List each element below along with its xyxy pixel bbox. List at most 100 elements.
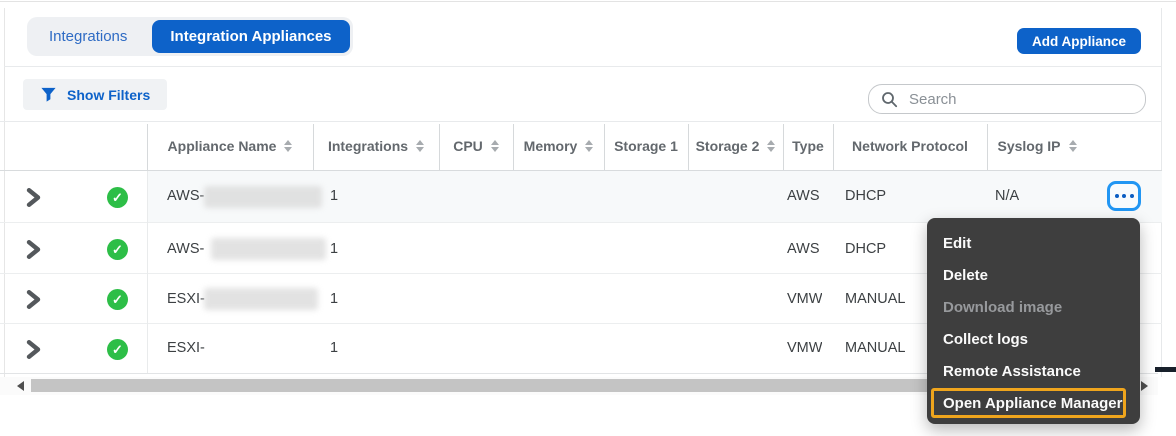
sort-arrows-icon[interactable] <box>284 140 293 152</box>
show-filters-label: Show Filters <box>67 86 151 103</box>
column-header-storage-2[interactable]: Storage 2 <box>688 122 783 170</box>
column-header-label: Memory <box>523 138 578 154</box>
row-separator <box>0 222 1162 223</box>
column-header-syslog-ip[interactable]: Syslog IP <box>987 122 1087 170</box>
header-column-separator <box>833 124 834 170</box>
divider-under-tabs <box>4 66 1161 67</box>
cell-appliance-name: AWS- <box>167 188 205 204</box>
menu-item-edit[interactable]: Edit <box>927 227 1140 259</box>
page-top-border <box>0 1 1176 2</box>
menu-item-label: Remote Assistance <box>943 362 1081 380</box>
fixed-column-divider <box>147 171 148 373</box>
cell-integrations: 1 <box>330 241 339 257</box>
sort-arrows-icon[interactable] <box>585 140 594 152</box>
row-actions-context-menu: Edit Delete Download image Collect logs … <box>927 218 1140 424</box>
cell-type: VMW <box>787 291 823 307</box>
redacted-appliance-name <box>211 238 326 260</box>
tab-integrations[interactable]: Integrations <box>27 17 149 56</box>
cell-network-protocol: DHCP <box>845 241 887 257</box>
header-column-separator <box>783 124 784 170</box>
column-header-label: Storage 2 <box>695 138 760 154</box>
cell-integrations: 1 <box>330 291 339 307</box>
cell-network-protocol: MANUAL <box>845 340 906 356</box>
table-row-2: ✓ AWS- 1 AWS DHCP <box>0 224 1176 274</box>
header-column-separator <box>513 124 514 170</box>
green-check-icon: ✓ <box>107 339 128 360</box>
cell-type: AWS <box>787 241 820 257</box>
column-header-type[interactable]: Type <box>783 122 833 170</box>
cell-type: VMW <box>787 340 823 356</box>
cell-syslog-ip: N/A <box>995 188 1020 204</box>
sort-arrows-icon[interactable] <box>416 140 425 152</box>
menu-item-label: Download image <box>943 298 1063 316</box>
menu-item-label: Open Appliance Manager <box>943 394 1123 412</box>
column-header-label: Storage 1 <box>614 138 678 154</box>
cell-network-protocol: DHCP <box>845 188 887 204</box>
tab-integration-appliances[interactable]: Integration Appliances <box>152 20 350 53</box>
column-header-memory[interactable]: Memory <box>513 122 604 170</box>
row-separator <box>0 323 1162 324</box>
chevron-right-icon[interactable] <box>26 340 41 359</box>
column-header-label: Network Protocol <box>852 138 968 154</box>
cell-network-protocol: MANUAL <box>845 291 906 307</box>
cell-appliance-name: AWS- <box>167 241 205 257</box>
sort-arrows-icon[interactable] <box>767 140 776 152</box>
column-header-storage-1[interactable]: Storage 1 <box>604 122 688 170</box>
add-appliance-button[interactable]: Add Appliance <box>1016 28 1141 54</box>
column-header-label: CPU <box>453 138 483 154</box>
page-left-border <box>4 8 5 394</box>
scrollbar-left-arrow-icon[interactable] <box>17 381 24 391</box>
column-header-integrations[interactable]: Integrations <box>313 122 439 170</box>
header-column-separator <box>147 124 148 170</box>
column-header-appliance-name[interactable]: Appliance Name <box>147 122 313 170</box>
header-column-separator <box>313 124 314 170</box>
menu-item-open-appliance-manager[interactable]: Open Appliance Manager <box>931 388 1126 418</box>
green-check-icon: ✓ <box>107 289 128 310</box>
header-column-separator <box>439 124 440 170</box>
menu-item-collect-logs[interactable]: Collect logs <box>927 323 1140 355</box>
row-actions-ellipsis-button[interactable] <box>1107 181 1141 211</box>
divider-under-toolbar <box>0 121 1161 122</box>
sort-arrows-icon[interactable] <box>1068 140 1077 152</box>
header-column-separator <box>604 124 605 170</box>
show-filters-button[interactable]: Show Filters <box>23 79 168 110</box>
sort-arrows-icon[interactable] <box>490 140 499 152</box>
column-header-label: Integrations <box>327 138 409 154</box>
column-header-cpu[interactable]: CPU <box>439 122 513 170</box>
search-box <box>868 84 1146 114</box>
menu-item-delete[interactable]: Delete <box>927 259 1140 291</box>
redacted-appliance-name <box>204 186 322 208</box>
chevron-right-icon[interactable] <box>26 240 41 259</box>
column-header-label: Syslog IP <box>997 138 1061 154</box>
chevron-right-icon[interactable] <box>26 188 41 207</box>
chevron-right-icon[interactable] <box>26 290 41 309</box>
column-header-network-protocol[interactable]: Network Protocol <box>833 122 987 170</box>
menu-item-label: Edit <box>943 234 972 252</box>
cell-integrations: 1 <box>330 188 339 204</box>
header-column-separator <box>987 124 988 170</box>
table-row-1: ✓ AWS- 1 AWS DHCP N/A <box>0 170 1176 223</box>
row-separator <box>0 273 1162 274</box>
column-header-label: Appliance Name <box>167 138 277 154</box>
horizontal-scrollbar-thumb[interactable] <box>31 379 1127 392</box>
header-bottom-border <box>0 170 1162 171</box>
search-input[interactable] <box>907 89 1121 109</box>
green-check-icon: ✓ <box>107 187 128 208</box>
menu-item-label: Delete <box>943 266 989 284</box>
cell-integrations: 1 <box>330 340 339 356</box>
menu-item-remote-assistance[interactable]: Remote Assistance <box>927 355 1140 387</box>
green-check-icon: ✓ <box>107 239 128 260</box>
scrollbar-right-arrow-icon[interactable] <box>1141 381 1148 391</box>
column-header-label: Type <box>792 138 824 154</box>
cell-type: AWS <box>787 188 820 204</box>
cell-appliance-name: ESXI- <box>167 340 205 356</box>
redacted-appliance-name <box>204 288 318 310</box>
cell-appliance-name: ESXI- <box>167 291 205 307</box>
header-column-separator <box>688 124 689 170</box>
magnifier-icon <box>882 91 898 107</box>
table-row-4: ✓ ESXI- 1 VMW MANUAL <box>0 324 1176 373</box>
menu-item-label: Collect logs <box>943 330 1029 348</box>
table-row-3: ✓ ESXI- 1 VMW MANUAL <box>0 274 1176 324</box>
